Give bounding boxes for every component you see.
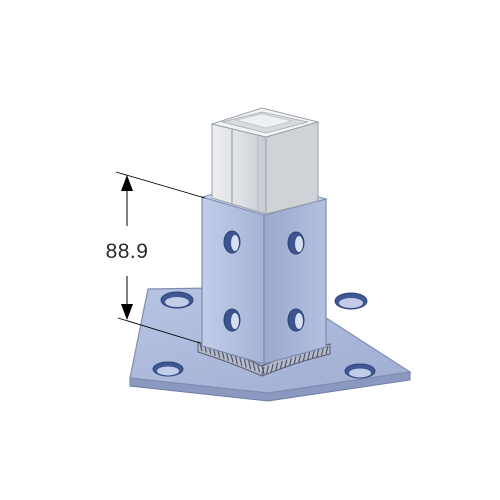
tube-hole-highlight <box>295 313 303 329</box>
weld-ripple <box>279 360 283 370</box>
tube-holes <box>223 230 305 332</box>
weld-ripple <box>234 355 239 365</box>
arrow-down <box>121 304 133 320</box>
extension-line-bottom <box>117 317 201 344</box>
weld-ripple <box>288 357 293 367</box>
height-dimension: 88.9 <box>106 171 206 344</box>
weld-ripple <box>297 354 302 364</box>
base-hole-highlight <box>339 298 363 308</box>
weld-ripple <box>252 362 256 371</box>
extension-line-top <box>115 171 206 199</box>
base-hole-highlight <box>165 297 189 307</box>
weld-ripple <box>239 357 243 366</box>
strut-channel <box>210 107 320 215</box>
weld-ripple <box>225 352 230 362</box>
weld-ripple <box>261 366 265 376</box>
weld-ripple <box>316 348 320 358</box>
tube-left-face <box>201 196 265 365</box>
weld-ripple <box>248 360 252 370</box>
tube-hole-highlight <box>295 236 303 252</box>
weld-ripple <box>307 351 311 361</box>
base-hole-highlight <box>349 368 371 378</box>
tube-hole-highlight <box>231 313 239 329</box>
weld-ripple <box>265 365 270 374</box>
weld-ripple <box>275 362 279 371</box>
weld-ripple <box>270 363 274 373</box>
weld-ripple <box>293 356 297 365</box>
weld-ripple <box>320 347 325 356</box>
weld-ripple <box>284 359 288 368</box>
weld-ripple <box>199 342 203 352</box>
base-plate-holes <box>152 291 376 379</box>
weld-ripple <box>256 364 261 373</box>
dimension-label: 88.9 <box>106 240 149 263</box>
weld-ripple <box>230 354 234 363</box>
weld-ripple <box>311 350 315 359</box>
weld-ripple <box>243 359 247 368</box>
tube-hole-highlight <box>231 235 239 251</box>
base-hole-highlight <box>157 366 179 376</box>
arrow-up <box>121 175 133 191</box>
tube-right-face <box>263 198 327 365</box>
weld-ripple <box>302 353 306 362</box>
weld-ripple <box>325 345 329 355</box>
